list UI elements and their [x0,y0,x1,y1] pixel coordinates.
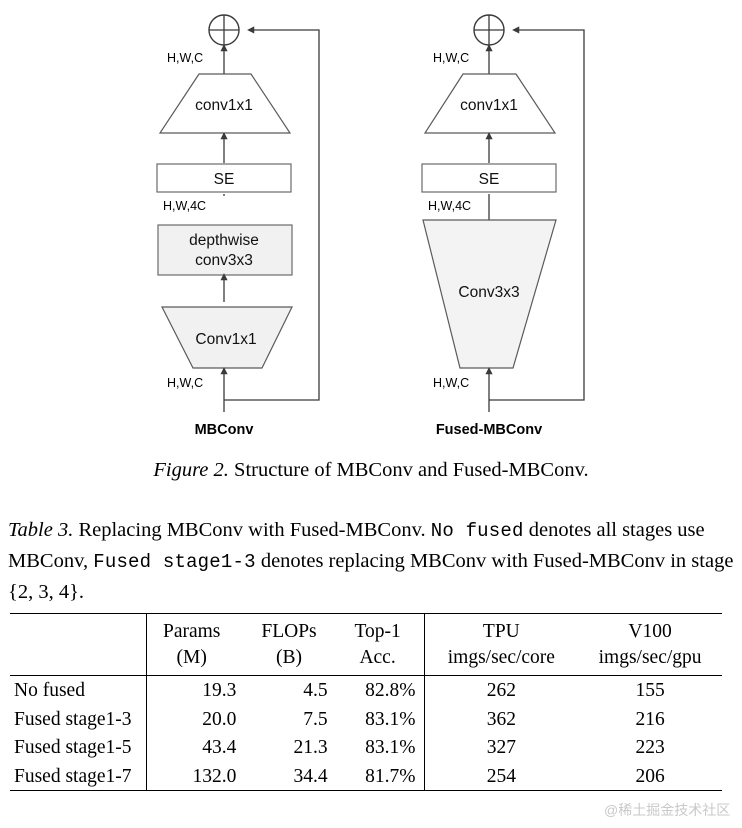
table-header-v100: V100 imgs/sec/gpu [598,621,702,668]
table-cell-tpu: 262 [423,675,579,705]
mbconv-block-conv1x1-top-label: conv1x1 [195,97,253,114]
mbconv-dim-input: H,W,C [167,376,203,390]
table-caption-mono-fused-stage: Fused stage1-3 [93,551,256,573]
table-row: No fused 19.3 4.5 82.8% 262 155 [10,675,722,705]
mbconv-skip-connection [224,26,320,401]
table-cell-flops: 7.5 [303,708,328,730]
table-cell-top1: 81.7% [365,765,416,787]
fused-mbconv-diagram: H,W,C conv1x1 SE H,W,4C Conv3x3 H,W,C Fu… [421,14,585,438]
fused-mbconv-dim-output: H,W,C [433,51,469,65]
mbconv-dim-output: H,W,C [167,51,203,65]
mbconv-block-conv1x1-bottom [161,306,293,369]
table-cell-flops: 34.4 [293,765,328,787]
table-cell-params: 20.0 [146,704,251,733]
mbconv-block-conv1x1-top [158,73,292,134]
fused-mbconv-block-se [421,163,557,193]
table-header-tpu: TPU imgs/sec/core [423,613,579,676]
figure-2-diagram: H,W,C conv1x1 SE H,W,4C depthwise conv3x… [156,14,585,438]
fused-mbconv-block-conv3x3 [422,219,557,369]
mbconv-title: MBConv [195,422,254,438]
fused-mbconv-add-icon [473,14,505,46]
table-cell-tpu: 327 [423,733,579,762]
table-cell-top1: 82.8% [365,680,416,701]
table-bottom-rule-row [10,790,722,795]
fused-mbconv-skip-connection [489,26,585,401]
fused-mbconv-dim-input: H,W,C [433,376,469,390]
table-header-params: Params (M) [146,613,251,676]
mbconv-diagram: H,W,C conv1x1 SE H,W,4C depthwise conv3x… [156,14,320,438]
table-body: No fused 19.3 4.5 82.8% 262 155 Fused st… [10,675,722,795]
table-cell-tpu: 362 [423,704,579,733]
results-table: Params (M) FLOPs (B) Top-1 Acc. TPU imgs… [10,613,722,795]
table-header-name [10,614,147,676]
table-row: Fused stage1-3 20.0 7.5 83.1% 362 216 [10,704,722,733]
mbconv-block-depthwise-label-1: depthwise [189,232,259,249]
table-cell-params: 132.0 [146,761,251,791]
table-cell-v100: 216 [635,708,665,730]
table-cell-top1: 83.1% [365,708,416,730]
table-cell-name: Fused stage1-3 [14,708,132,730]
mbconv-block-se [156,163,292,193]
table-caption-seg2: denotes all stages use MBConv, [8,519,705,572]
table-cell-name: No fused [14,680,85,701]
table-cell-v100: 155 [635,680,665,701]
fused-mbconv-block-conv1x1-top-label: conv1x1 [460,97,518,114]
figure-caption: Figure 2. Structure of MBConv and Fused-… [0,455,742,485]
table-cell-flops: 4.5 [303,680,328,701]
table-caption-mono-no-fused: No fused [430,520,524,542]
figure-caption-prefix: Figure 2. [153,459,229,481]
table-header-top1: Top-1 Acc. [354,621,401,668]
mbconv-block-conv1x1-bottom-label: Conv1x1 [195,331,256,348]
table-cell-top1: 83.1% [365,737,416,758]
table-row: Fused stage1-5 43.4 21.3 83.1% 327 223 [10,733,722,762]
table-cell-params: 43.4 [146,733,251,762]
fused-mbconv-block-se-label: SE [479,171,500,188]
watermark: @稀土掘金技术社区 [604,802,731,818]
fused-mbconv-title: Fused-MBConv [436,422,542,438]
table-cell-flops: 21.3 [293,737,328,758]
table-cell-params: 19.3 [146,675,251,705]
table-header-flops: FLOPs (B) [261,621,317,668]
table-caption: Table 3. Replacing MBConv with Fused-MBC… [8,515,736,607]
fused-mbconv-dim-mid: H,W,4C [428,199,471,213]
mbconv-block-depthwise-label-2: conv3x3 [195,252,253,269]
table-cell-v100: 223 [635,737,665,758]
table-header: Params (M) FLOPs (B) Top-1 Acc. TPU imgs… [10,613,722,676]
table-header-row: Params (M) FLOPs (B) Top-1 Acc. TPU imgs… [10,613,722,676]
table-row: Fused stage1-7 132.0 34.4 81.7% 254 206 [10,761,722,791]
mbconv-block-se-label: SE [214,171,235,188]
table-cell-v100: 206 [635,765,665,787]
fused-mbconv-block-conv3x3-label: Conv3x3 [458,284,519,301]
table-caption-seg1: Replacing MBConv with Fused-MBConv. [78,519,426,541]
table-caption-prefix: Table 3. [8,519,74,541]
figure-caption-text: Structure of MBConv and Fused-MBConv. [234,459,589,481]
table-cell-tpu: 254 [423,761,579,791]
mbconv-add-icon [208,14,240,46]
mbconv-dim-mid: H,W,4C [163,199,206,213]
table-cell-name: Fused stage1-5 [14,737,132,758]
results-table-container: Params (M) FLOPs (B) Top-1 Acc. TPU imgs… [10,613,722,795]
table-cell-name: Fused stage1-7 [14,765,132,787]
table-caption-seg3: denotes replacing MBConv with Fused-MBCo… [8,550,734,603]
fused-mbconv-block-conv1x1-top [423,73,557,134]
